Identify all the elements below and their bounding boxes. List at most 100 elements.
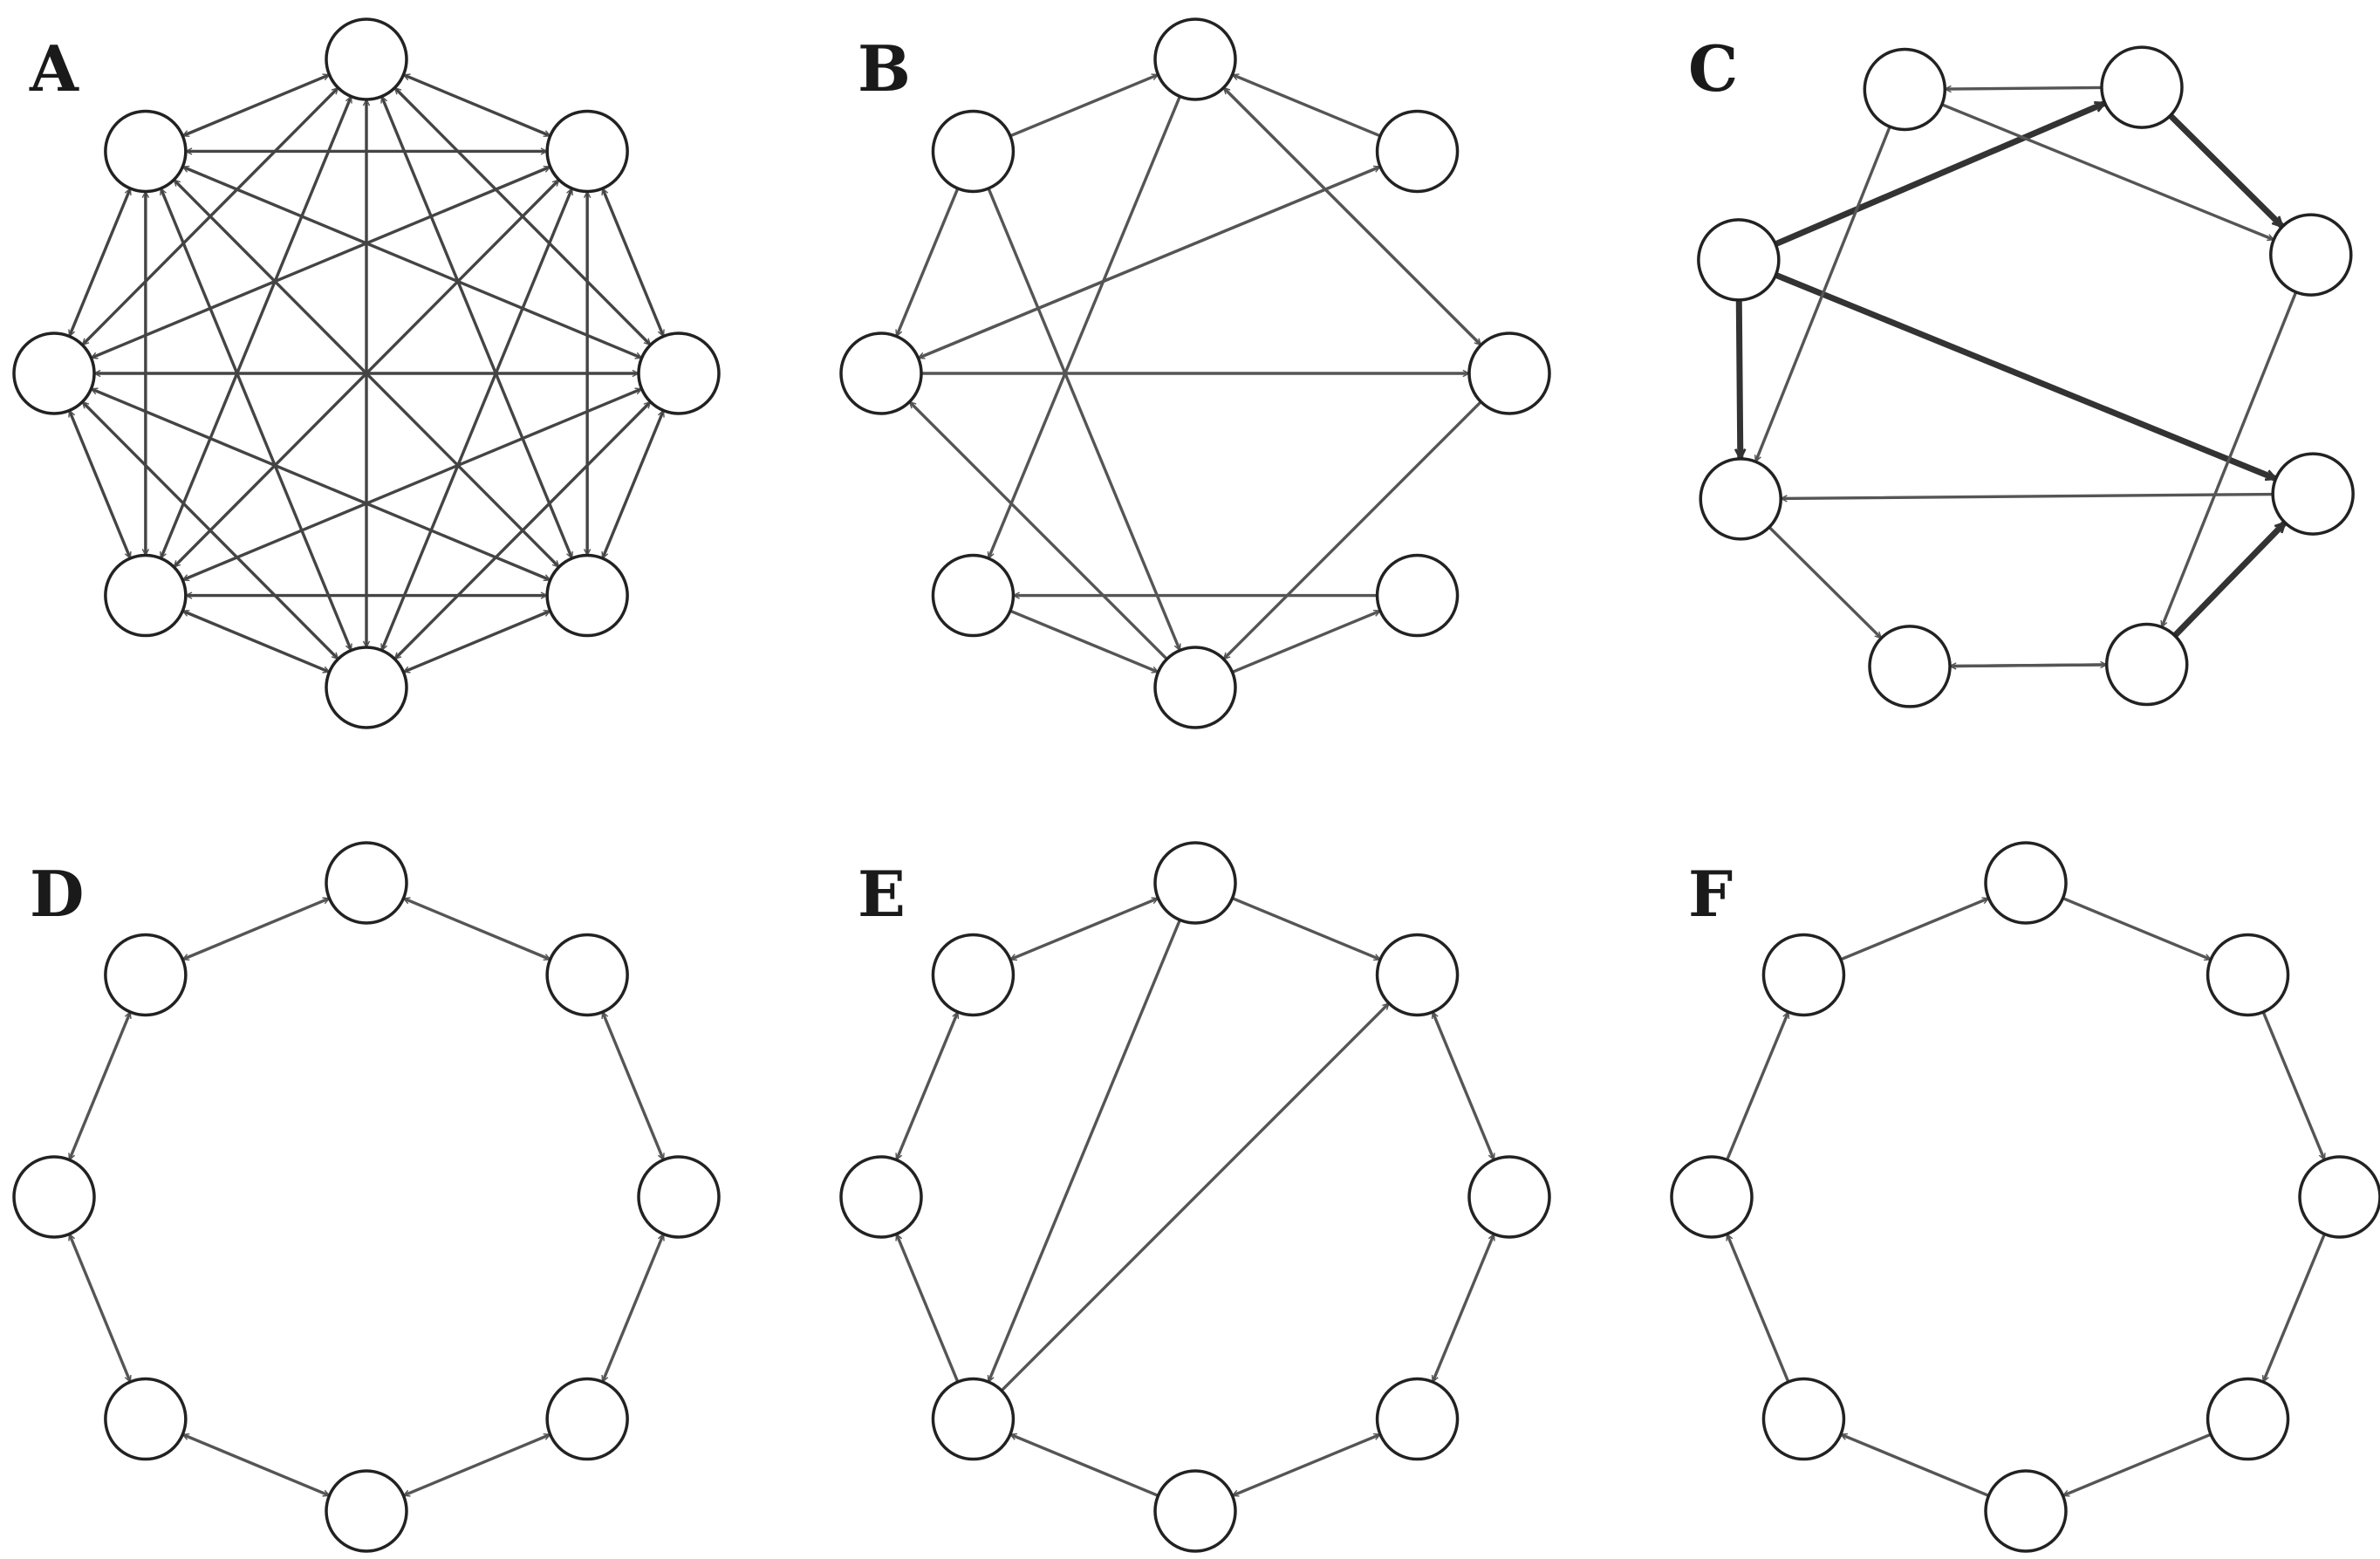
edge-d-4-5 <box>181 1433 332 1498</box>
node-f-7 <box>1761 933 1846 1017</box>
node-a-4 <box>325 646 408 729</box>
edge-d-7-0 <box>181 896 332 961</box>
panel-label-c: C <box>1688 31 1738 106</box>
edge-f-1-2 <box>2261 1010 2327 1162</box>
node-f-5 <box>1761 1377 1846 1461</box>
node-d-5 <box>104 1377 188 1461</box>
edge-c-7-1 <box>1940 103 2275 242</box>
node-b-2 <box>1467 332 1551 415</box>
node-d-4 <box>325 1469 408 1553</box>
edge-e-1-2 <box>1431 1010 1496 1162</box>
node-c-5 <box>1699 457 1782 541</box>
node-e-5 <box>931 1377 1016 1461</box>
edge-d-6-7 <box>67 1010 133 1162</box>
edge-b-5-4 <box>1009 609 1160 674</box>
edge-b-2-0 <box>1221 85 1483 347</box>
edge-b-6-1 <box>916 165 1382 360</box>
edge-e-4-5 <box>1009 1433 1160 1498</box>
node-d-0 <box>325 841 408 925</box>
edge-b-0-5 <box>987 94 1182 560</box>
node-e-3 <box>1375 1377 1460 1461</box>
node-a-2 <box>637 332 721 415</box>
panel-label-a: A <box>29 31 79 106</box>
edge-c-1-3 <box>2160 291 2298 629</box>
node-b-0 <box>1153 17 1237 101</box>
node-f-6 <box>1670 1155 1754 1239</box>
panel-label-d: D <box>30 857 84 931</box>
edge-c-6-0 <box>1772 99 2109 248</box>
node-e-7 <box>931 933 1016 1017</box>
edge-c-3-4 <box>1948 665 2109 667</box>
edge-c-5-4 <box>1768 525 1884 640</box>
node-f-1 <box>2206 933 2290 1017</box>
node-b-4 <box>1153 646 1237 729</box>
edge-f-5-6 <box>1725 1232 1790 1384</box>
panel-a: A <box>12 17 721 729</box>
edge-b-7-6 <box>894 187 960 338</box>
edge-b-4-6 <box>907 400 1169 661</box>
node-e-6 <box>839 1155 923 1239</box>
node-c-3 <box>2104 622 2189 707</box>
edge-a-0-1 <box>401 72 552 138</box>
panel-c: C <box>1688 31 2355 708</box>
edge-b-7-4 <box>987 187 1182 653</box>
edge-e-5-1 <box>1000 1002 1391 1392</box>
node-c-6 <box>1697 218 1781 302</box>
node-e-1 <box>1375 933 1460 1017</box>
node-f-3 <box>2206 1377 2290 1461</box>
edge-c-7-5 <box>1754 125 1891 463</box>
panel-e: E <box>839 841 1551 1553</box>
edge-a-5-6 <box>67 408 133 560</box>
edge-e-5-6 <box>894 1232 960 1384</box>
panel-label-e: E <box>858 857 906 931</box>
node-d-6 <box>12 1155 96 1239</box>
node-a-3 <box>545 553 629 638</box>
node-d-2 <box>637 1155 721 1239</box>
edge-d-0-1 <box>401 896 552 961</box>
edge-f-3-4 <box>2061 1433 2212 1498</box>
node-a-1 <box>545 109 629 194</box>
node-c-2 <box>2271 452 2355 536</box>
edge-c-0-7 <box>1943 87 2103 89</box>
node-c-1 <box>2269 213 2353 297</box>
edge-d-1-2 <box>600 1010 666 1162</box>
edge-a-1-2 <box>600 187 666 338</box>
node-c-4 <box>1868 625 1952 708</box>
edge-b-2-4 <box>1221 400 1483 661</box>
edge-a-4-7 <box>159 187 353 653</box>
edge-a-6-7 <box>67 187 133 338</box>
panel-d: D <box>12 841 721 1553</box>
edge-f-4-5 <box>1839 1433 1991 1498</box>
edge-d-5-6 <box>67 1232 133 1384</box>
node-e-2 <box>1467 1155 1551 1239</box>
edge-e-0-5 <box>987 918 1182 1384</box>
node-a-5 <box>104 553 188 638</box>
panel-f: F <box>1670 841 2380 1553</box>
node-d-3 <box>545 1377 629 1461</box>
edge-e-3-4 <box>1230 1433 1382 1498</box>
edge-e-0-1 <box>1230 896 1382 961</box>
edge-f-7-0 <box>1839 896 1991 961</box>
edge-f-6-7 <box>1725 1010 1790 1162</box>
edge-a-0-7 <box>181 72 332 138</box>
node-b-6 <box>839 332 923 415</box>
node-e-0 <box>1153 841 1237 925</box>
node-a-0 <box>325 17 408 101</box>
node-d-7 <box>104 933 188 1017</box>
node-b-5 <box>931 553 1016 638</box>
edge-f-0-1 <box>2061 896 2212 961</box>
edge-d-3-4 <box>401 1433 552 1498</box>
edge-a-3-4 <box>401 609 552 674</box>
node-c-0 <box>2100 45 2184 129</box>
node-b-7 <box>931 109 1016 194</box>
panel-label-f: F <box>1688 857 1733 931</box>
node-b-3 <box>1375 553 1460 638</box>
edge-f-2-3 <box>2261 1232 2327 1384</box>
panel-label-b: B <box>858 31 911 106</box>
edge-d-2-3 <box>600 1232 666 1384</box>
edge-a-2-3 <box>600 408 666 560</box>
edge-c-6-5 <box>1739 297 1741 462</box>
node-c-7 <box>1863 47 1947 132</box>
node-a-6 <box>12 332 96 415</box>
